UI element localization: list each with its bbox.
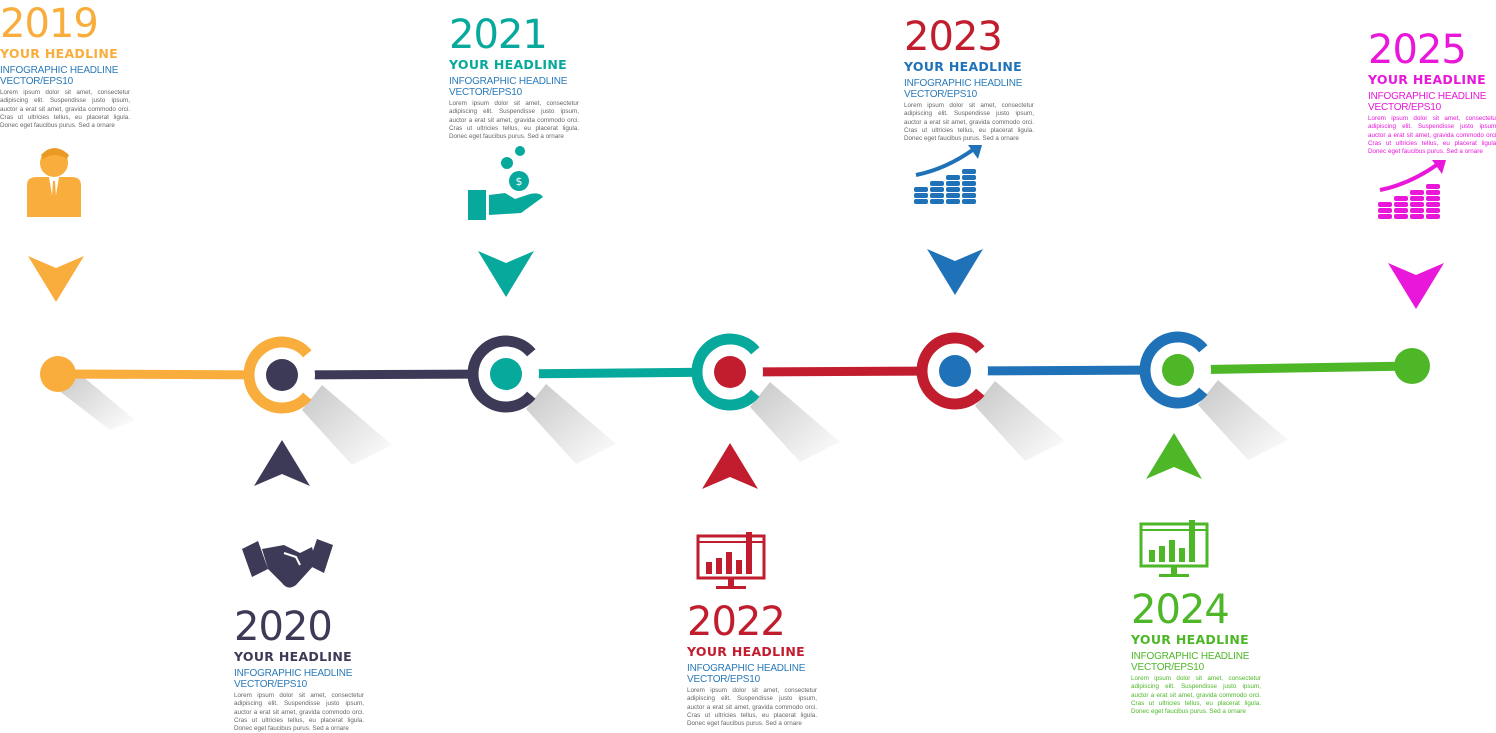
subtitle-2: VECTOR/EPS10 [1131, 662, 1205, 673]
subtitle: INFOGRAPHIC HEADLINE [1131, 651, 1250, 662]
body-text: Lorem ipsum dolor sit amet, consectetur … [1131, 675, 1261, 716]
body-text: Lorem ipsum dolor sit amet, consectetur … [904, 102, 1034, 143]
body-text: Lorem ipsum dolor sit amet, consectetur … [449, 100, 579, 141]
headline: YOUR HEADLINE [904, 59, 1022, 74]
node-shadow [58, 370, 135, 430]
body-text: Lorem ipsum dolor sit amet, consectetur … [0, 89, 130, 130]
node-shadow [526, 384, 616, 464]
body-text: Lorem ipsum dolor sit amet, consectetur … [687, 687, 817, 728]
node-shadow [302, 385, 392, 465]
subtitle: INFOGRAPHIC HEADLINE [234, 668, 353, 679]
subtitle-2: VECTOR/EPS10 [904, 89, 978, 100]
monitor-chart-icon [696, 532, 766, 597]
subtitle: INFOGRAPHIC HEADLINE [1368, 91, 1487, 102]
body-text: Lorem ipsum dolor sit amet, consectetur … [234, 692, 364, 733]
year-label: 2024 [1131, 587, 1230, 633]
arrow-up-icon [1146, 433, 1202, 479]
subtitle: INFOGRAPHIC HEADLINE [904, 78, 1023, 89]
milestone-2020: 2020 YOUR HEADLINE INFOGRAPHIC HEADLINE … [234, 607, 364, 733]
subtitle-2: VECTOR/EPS10 [1368, 102, 1442, 113]
arrow-up-icon [702, 443, 758, 489]
subtitle-2: VECTOR/EPS10 [234, 679, 308, 690]
timeline-end-dot [1394, 348, 1430, 384]
coins-growth-icon [1376, 160, 1448, 227]
node-shadow [975, 381, 1065, 461]
node-ring [691, 333, 760, 411]
subtitle: INFOGRAPHIC HEADLINE [449, 76, 568, 87]
node-center-dot [266, 359, 298, 391]
node-center-dot [939, 355, 971, 387]
year-label: 2025 [1368, 27, 1467, 73]
year-label: 2020 [234, 604, 333, 650]
node-ring [1139, 331, 1208, 409]
year-label: 2019 [0, 1, 99, 47]
milestone-2023: 2023 YOUR HEADLINE INFOGRAPHIC HEADLINE … [904, 17, 1034, 143]
milestone-2024: 2024 YOUR HEADLINE INFOGRAPHIC HEADLINE … [1131, 590, 1261, 716]
milestone-2022: 2022 YOUR HEADLINE INFOGRAPHIC HEADLINE … [687, 602, 817, 728]
arrow-down-icon [1388, 263, 1444, 309]
handshake-icon [240, 535, 335, 595]
coins-growth-icon [912, 145, 984, 212]
headline: YOUR HEADLINE [449, 57, 567, 72]
monitor-chart-icon [1139, 520, 1209, 585]
headline: YOUR HEADLINE [1131, 632, 1249, 647]
node-center-dot [490, 358, 522, 390]
milestone-2019: 2019 YOUR HEADLINE INFOGRAPHIC HEADLINE … [0, 4, 130, 130]
year-label: 2022 [687, 599, 786, 645]
arrow-down-icon [478, 251, 534, 297]
hand-coins-icon: $ [465, 145, 545, 228]
year-label: 2023 [904, 14, 1003, 60]
node-ring [916, 332, 985, 410]
headline: YOUR HEADLINE [234, 649, 352, 664]
arrow-down-icon [927, 249, 983, 295]
svg-text:$: $ [516, 175, 523, 188]
arrow-up-icon [254, 440, 310, 486]
node-shadow [750, 382, 840, 462]
node-center-dot [714, 356, 746, 388]
arrow-down-icon [28, 256, 84, 302]
headline: YOUR HEADLINE [687, 644, 805, 659]
node-ring [243, 336, 312, 414]
timeline-start-dot [40, 356, 76, 392]
milestone-2021: 2021 YOUR HEADLINE INFOGRAPHIC HEADLINE … [449, 15, 579, 141]
timeline-segment [1177, 361, 1413, 375]
subtitle-2: VECTOR/EPS10 [687, 674, 761, 685]
milestone-2025: 2025 YOUR HEADLINE INFOGRAPHIC HEADLINE … [1368, 30, 1496, 156]
headline: YOUR HEADLINE [0, 46, 118, 61]
subtitle-2: VECTOR/EPS10 [0, 76, 74, 87]
subtitle: INFOGRAPHIC HEADLINE [687, 663, 806, 674]
body-text: Lorem ipsum dolor sit amet, consectetur … [1368, 115, 1496, 156]
node-center-dot [1162, 354, 1194, 386]
subtitle: INFOGRAPHIC HEADLINE [0, 65, 119, 76]
node-ring [467, 335, 536, 413]
node-shadow [1198, 380, 1288, 460]
subtitle-2: VECTOR/EPS10 [449, 87, 523, 98]
businessman-icon [25, 145, 83, 225]
year-label: 2021 [449, 12, 548, 58]
headline: YOUR HEADLINE [1368, 72, 1486, 87]
